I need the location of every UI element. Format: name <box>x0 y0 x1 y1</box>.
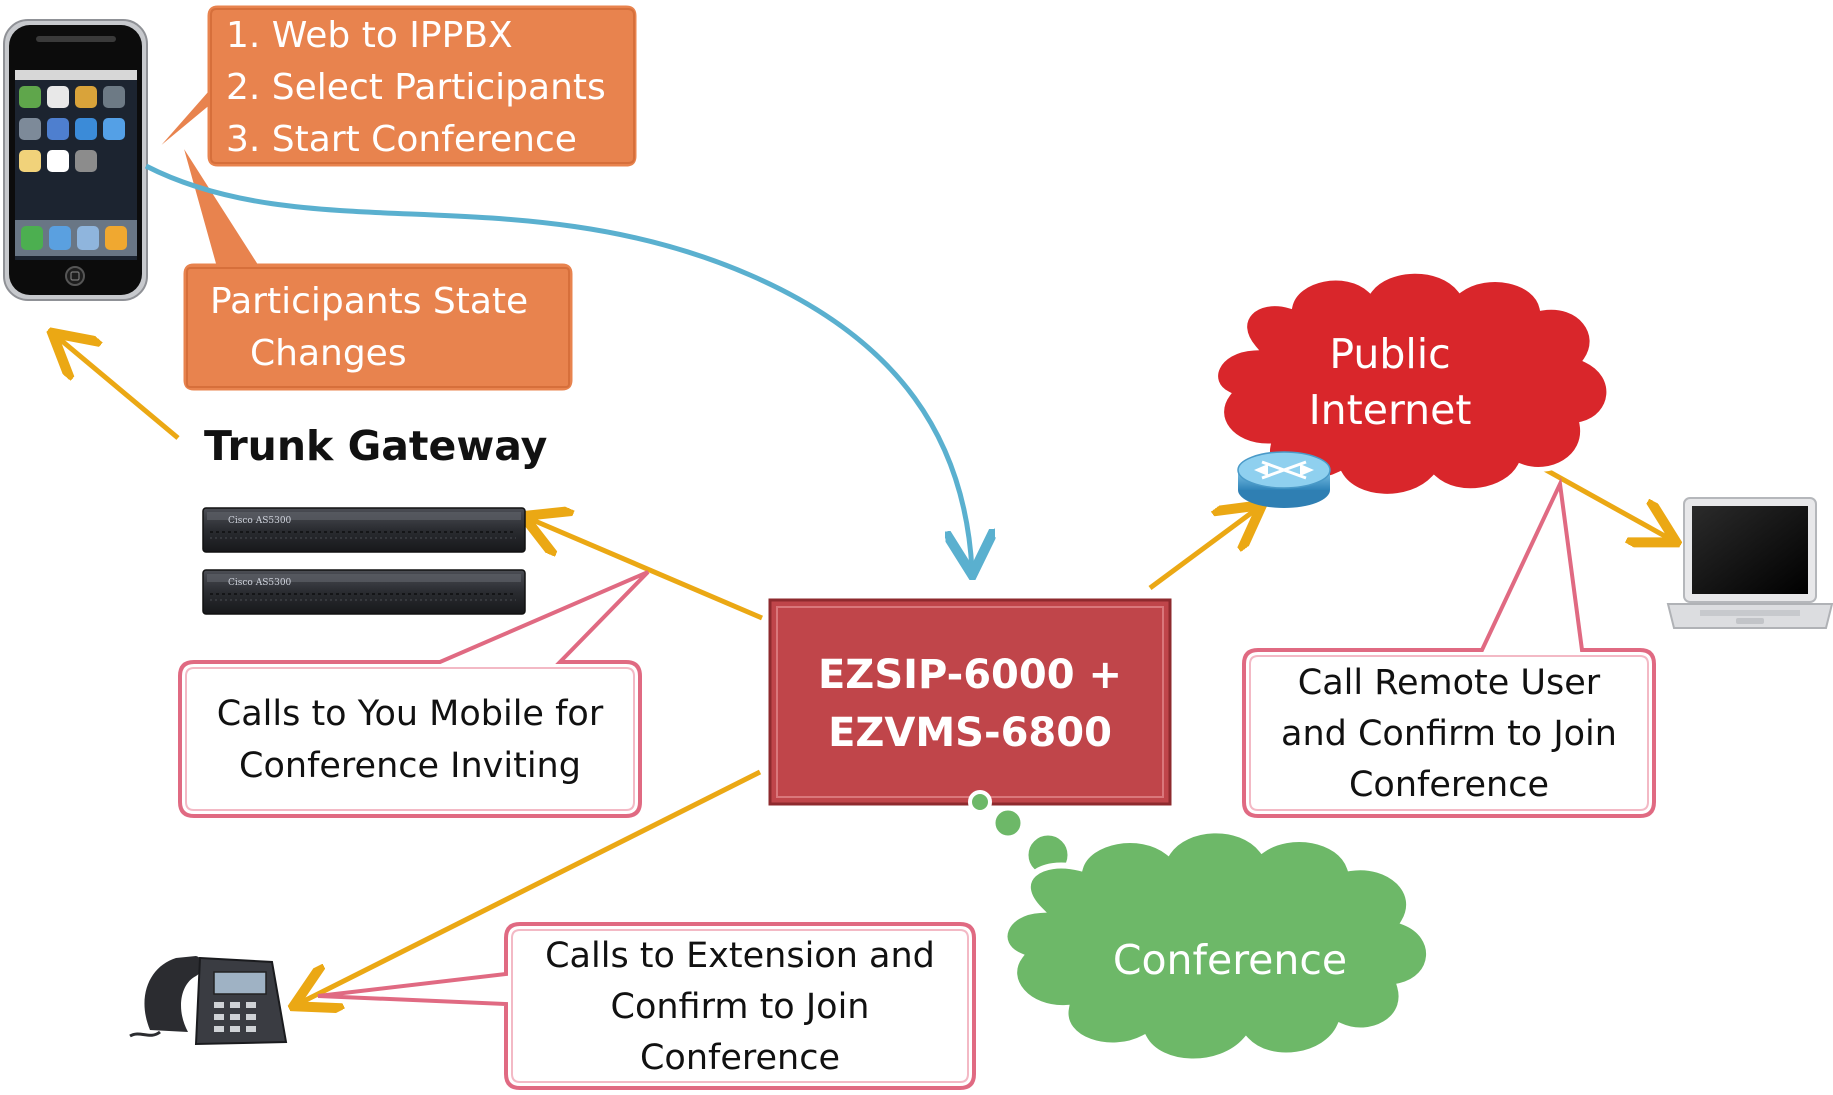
state-callout-text: Participants State Changes <box>196 276 566 380</box>
state-callout-shape <box>178 139 576 394</box>
state-change-arrow <box>56 336 180 440</box>
desk-phone-icon <box>129 956 288 1046</box>
extension-callout-line-2: Confirm to Join <box>610 987 870 1027</box>
thought-bubble-small <box>968 790 992 814</box>
state-callout-line-2: Changes <box>250 333 407 374</box>
internet-cloud-shape <box>1213 268 1612 499</box>
gateway-device-2: Cisco AS5300 <box>202 569 526 615</box>
laptop-icon <box>1666 497 1833 629</box>
server-title-line-2: EZVMS-6800 <box>828 710 1112 756</box>
mobile-callout-text: Calls to You Mobile for Conference Invit… <box>186 688 634 792</box>
internet-arrow <box>1148 508 1258 591</box>
extension-callout-shape <box>317 922 976 1090</box>
gateway-device-1: Cisco AS5300 <box>202 507 526 553</box>
server-box <box>768 598 1172 806</box>
internet-cloud-line-1: Public <box>1329 330 1451 378</box>
trunk-arrow <box>528 518 763 621</box>
remote-callout-line-3: Conference <box>1348 765 1549 805</box>
thought-bubble-medium <box>990 805 1026 841</box>
smartphone-icon <box>3 19 148 301</box>
server-title: EZSIP-6000 + EZVMS-6800 <box>770 646 1170 762</box>
remote-callout-text: Call Remote User and Confirm to Join Con… <box>1250 658 1648 811</box>
server-title-line-1: EZSIP-6000 + <box>817 652 1122 698</box>
mobile-callout-shape <box>178 570 650 818</box>
remote-callout-line-1: Call Remote User <box>1297 663 1601 703</box>
internet-cloud-text: Public Internet <box>1270 326 1510 438</box>
steps-callout-shape <box>146 2 640 170</box>
remote-callout-line-2: and Confirm to Join <box>1281 714 1617 754</box>
step-item-3: 3. Start Conference <box>226 119 577 160</box>
extension-callout-line-1: Calls to Extension and <box>545 936 935 976</box>
extension-callout-line-3: Conference <box>639 1038 840 1078</box>
conference-cloud-shape <box>1001 827 1433 1065</box>
extension-arrow <box>298 769 762 1004</box>
step-item-2: 2. Select Participants <box>226 67 606 108</box>
remote-callout-shape <box>1242 476 1656 818</box>
conference-cloud-label: Conference <box>1112 936 1348 984</box>
internet-cloud-line-2: Internet <box>1308 386 1472 434</box>
steps-list: 1. Web to IPPBX 2. Select Participants 3… <box>226 10 626 166</box>
web-request-arrow <box>144 163 972 570</box>
gateway-device-label-1: Cisco AS5300 <box>228 516 292 526</box>
router-icon <box>1237 451 1331 508</box>
extension-callout-text: Calls to Extension and Confirm to Join C… <box>512 931 968 1084</box>
gateway-device-label-2: Cisco AS5300 <box>228 578 292 588</box>
state-callout-line-1: Participants State <box>210 281 529 322</box>
step-item-1: 1. Web to IPPBX <box>226 15 513 56</box>
mobile-callout-line-1: Calls to You Mobile for <box>216 694 604 734</box>
trunk-gateway-label: Trunk Gateway <box>204 422 548 470</box>
mobile-callout-line-2: Conference Inviting <box>239 746 581 786</box>
